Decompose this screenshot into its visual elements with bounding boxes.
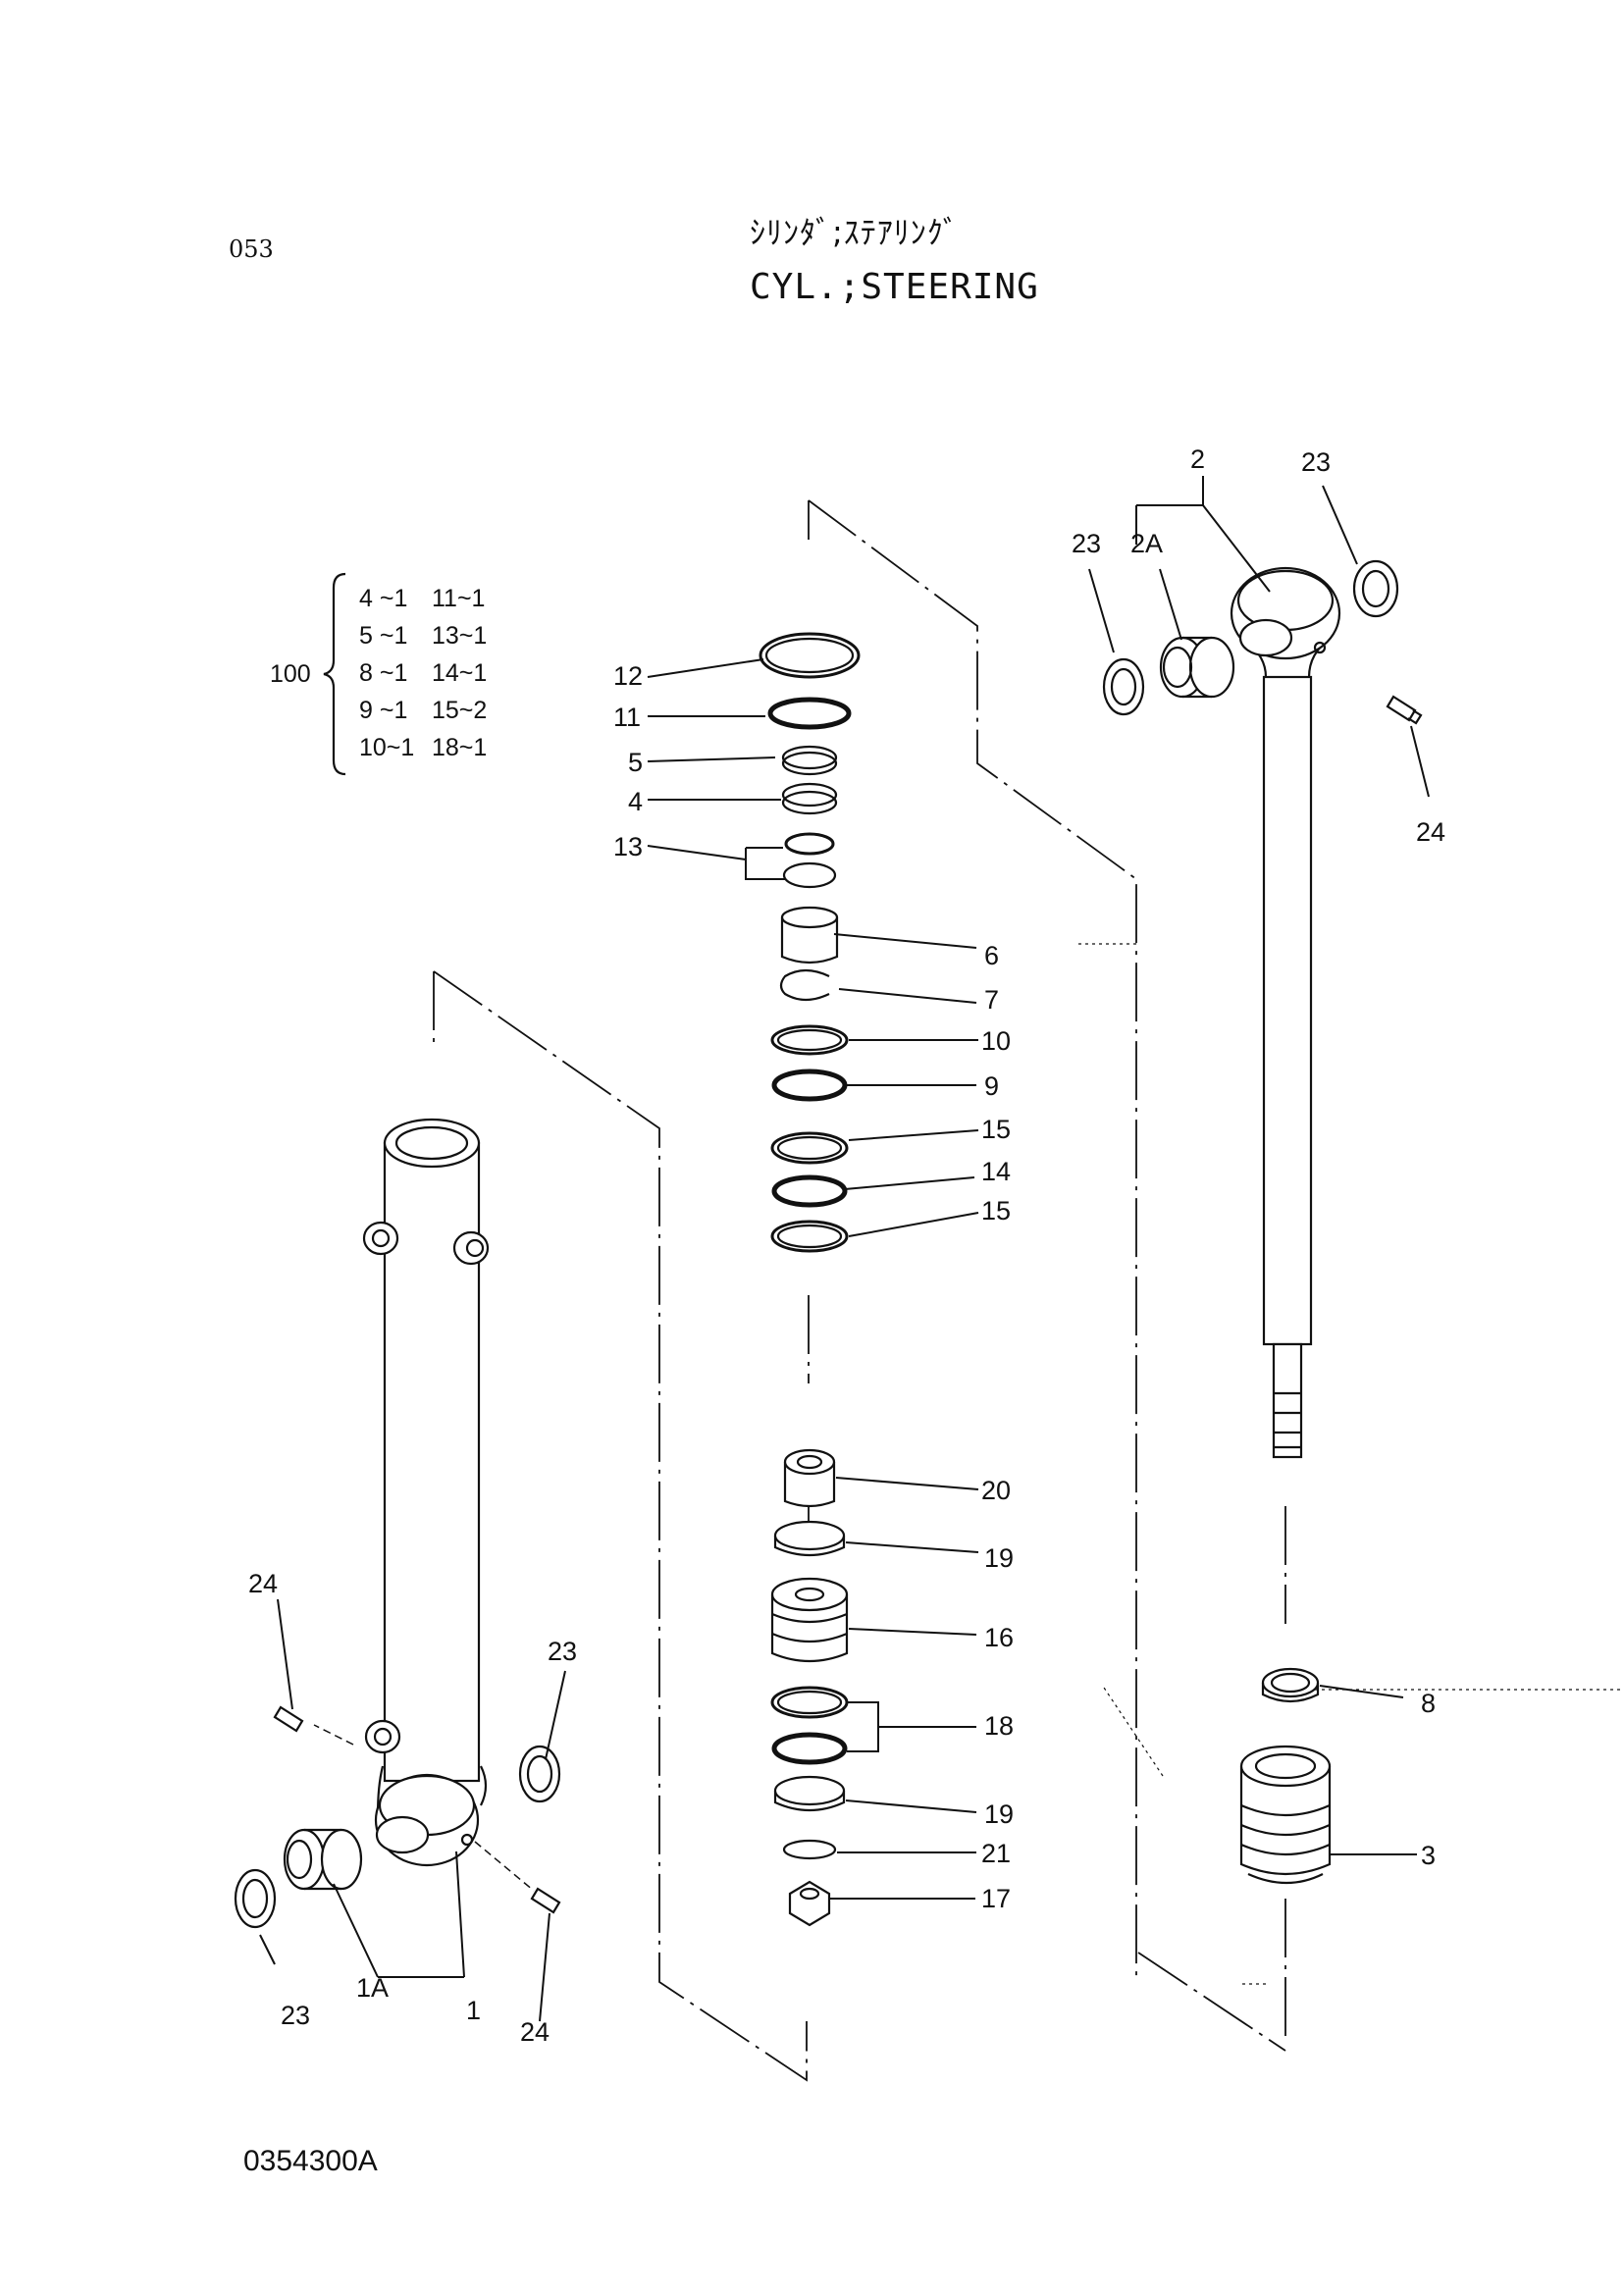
cylinder-tube: [362, 1118, 490, 1867]
callout-1: 1: [466, 1996, 481, 2025]
callout-23: 23: [1072, 529, 1101, 558]
kit-row: 18~1: [432, 734, 487, 761]
kit-row: 15~2: [432, 697, 487, 724]
callout-17: 17: [981, 1884, 1011, 1913]
tube-pin-bushing-1A: [283, 1828, 363, 1891]
callout-9: 9: [984, 1071, 999, 1101]
callout-1A: 1A: [356, 1973, 389, 2003]
kit-list: 100 4 ~1 11~1 5 ~1 13~1 8 ~1 14~1 9 ~1 1…: [270, 572, 487, 776]
callout-19: 19: [984, 1543, 1014, 1573]
tube-grease-fitting-24-top: [273, 1705, 304, 1733]
callout-23: 23: [1301, 447, 1331, 477]
callout-5: 5: [628, 748, 643, 777]
kit-row: 8 ~1: [359, 659, 407, 687]
callout-24: 24: [1416, 817, 1445, 847]
title-japanese: ｼﾘﾝﾀﾞ;ｽﾃｱﾘﾝｸﾞ: [750, 214, 960, 251]
callout-24: 24: [248, 1569, 278, 1598]
callout-12: 12: [613, 661, 643, 691]
seal-stack: [759, 632, 861, 1253]
callout-20: 20: [981, 1476, 1011, 1505]
tube-grease-fitting-24-bottom: [530, 1887, 561, 1914]
rod-dust-seal-23-right: [1352, 559, 1399, 618]
drawing-number: 0354300A: [243, 2145, 378, 2177]
callout-2: 2: [1190, 444, 1205, 474]
callout-15: 15: [981, 1196, 1011, 1225]
rod-dust-seal-23: [1102, 657, 1145, 716]
callout-18: 18: [984, 1711, 1014, 1741]
callout-24: 24: [520, 2017, 550, 2047]
kit-row: 10~1: [359, 734, 414, 761]
pin-guides: [313, 1724, 535, 1892]
callout-11: 11: [613, 703, 641, 732]
callout-23: 23: [548, 1637, 577, 1666]
callout-6: 6: [984, 941, 999, 970]
guide-tube-side: [433, 970, 808, 2082]
callout-23: 23: [281, 2001, 310, 2030]
kit-row: 14~1: [432, 659, 487, 687]
callout-16: 16: [984, 1623, 1014, 1652]
callout-19: 19: [984, 1799, 1014, 1829]
tube-dust-seal-23-right: [518, 1745, 561, 1803]
dotted-leaders: [1077, 943, 1624, 1985]
gland: [1239, 1667, 1332, 1885]
kit-brace: [323, 572, 346, 776]
piston-stack: [770, 1448, 849, 1927]
kit-row: 13~1: [432, 622, 487, 650]
rod-pin-bushing-2A: [1159, 636, 1235, 699]
callout-10: 10: [981, 1026, 1011, 1056]
tube-dust-seal-23-left: [234, 1868, 277, 1929]
title-english: CYL.;STEERING: [750, 267, 1039, 307]
kit-label: 100: [270, 660, 311, 688]
leader-lines: [259, 476, 1430, 2022]
kit-row: 5 ~1: [359, 622, 407, 650]
callout-13: 13: [613, 832, 643, 861]
kit-row: 4 ~1: [359, 585, 407, 612]
callout-3: 3: [1421, 1841, 1436, 1870]
callout-4: 4: [628, 787, 643, 816]
kit-row: 9 ~1: [359, 697, 407, 724]
guide-rod-side: [808, 499, 1137, 1978]
callout-2A: 2A: [1130, 529, 1163, 558]
rod-grease-fitting-24: [1386, 695, 1423, 725]
callout-14: 14: [981, 1157, 1011, 1186]
piston-rod: [1230, 566, 1341, 1459]
guide-gland: [1137, 1506, 1286, 2052]
page-code: 053: [229, 235, 274, 263]
kit-row: 11~1: [432, 585, 485, 612]
callout-8: 8: [1421, 1689, 1436, 1718]
assembly-guides: [433, 499, 1286, 2082]
callout-7: 7: [984, 985, 999, 1015]
callout-15: 15: [981, 1115, 1011, 1144]
callouts: 2 23 23 2A 24 12 11 5 4 13 6 7 10 9 15 1…: [248, 444, 1445, 2047]
callout-21: 21: [981, 1839, 1011, 1868]
